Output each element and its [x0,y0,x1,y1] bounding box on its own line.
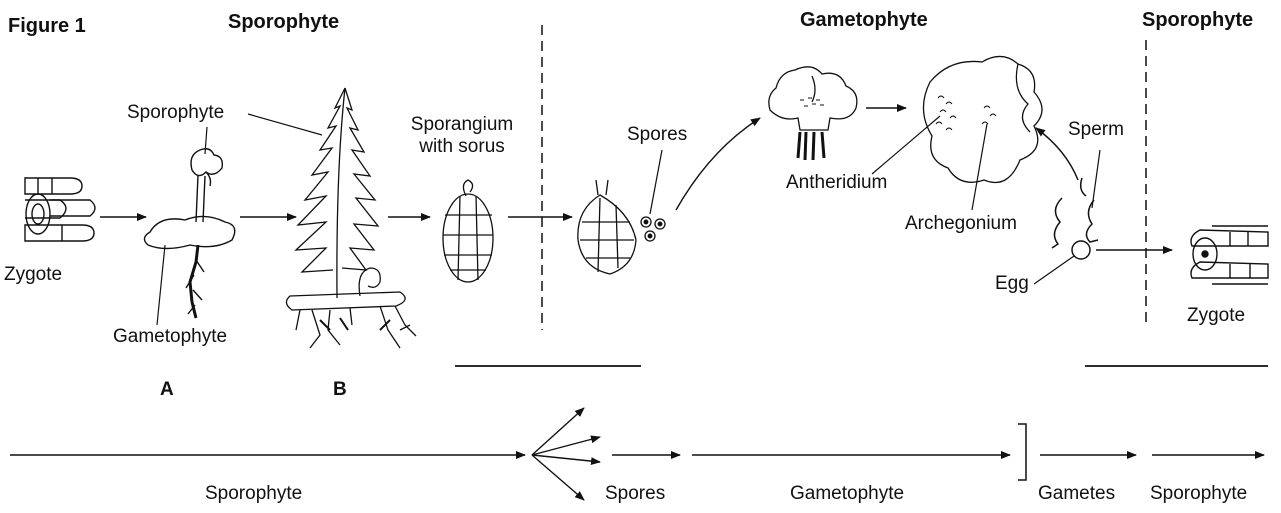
panel-label-b: B [333,380,347,400]
label-antheridium: Antheridium [786,173,887,193]
label-sperm: Sperm [1068,120,1124,140]
label-spores: Spores [627,125,687,145]
arrow-spores-to-prothallus [676,118,760,210]
leader-sporophyte-b [248,114,322,135]
leader-gametophyte-a [157,245,165,325]
young-prothallus-drawing [769,67,857,160]
leader-egg [1034,256,1074,284]
leader-sporophyte-a [205,127,207,154]
flow-fan-down [532,455,584,500]
sporangium-drawing [443,180,493,282]
mature-prothallus-drawing [923,56,1042,182]
young-sporophyte-drawing [144,149,234,318]
label-egg: Egg [995,274,1029,294]
label-zygote-right: Zygote [1187,306,1245,326]
flow-fan-lower-mid [532,455,600,462]
label-sporangium-line2: with sorus [402,137,522,157]
zygote-left-drawing [25,178,95,241]
releasing-sporangium-drawing [578,180,665,274]
label-sporangium-line1: Sporangium [402,115,522,135]
panel-label-a: A [160,380,174,400]
phase-heading-sporophyte-right: Sporophyte [1142,10,1253,31]
zygote-right-drawing [1191,226,1268,284]
label-sporophyte-young: Sporophyte [127,103,224,123]
flow-label-gametes: Gametes [1038,484,1115,504]
figure-label: Figure 1 [8,16,86,37]
flow-label-sporophyte: Sporophyte [205,484,302,504]
phase-heading-sporophyte-left: Sporophyte [228,12,339,33]
label-zygote-left: Zygote [4,265,62,285]
mature-fern-drawing [286,88,416,348]
leader-sperm [1092,150,1100,208]
flow-label-gametophyte: Gametophyte [790,484,904,504]
flow-bracket [1018,424,1026,480]
phase-heading-gametophyte: Gametophyte [800,10,928,31]
label-archegonium: Archegonium [905,214,1017,234]
flow-label-spores: Spores [605,484,665,504]
leader-spores [650,150,662,214]
label-gametophyte-a: Gametophyte [113,327,227,347]
label-sporangium: Sporangium with sorus [402,115,522,157]
egg-drawing [1072,241,1090,259]
flow-label-sporophyte-end: Sporophyte [1150,484,1247,504]
leader-antheridium [872,116,940,174]
leader-archegonium [972,124,987,210]
sperm-drawing [1052,178,1098,248]
